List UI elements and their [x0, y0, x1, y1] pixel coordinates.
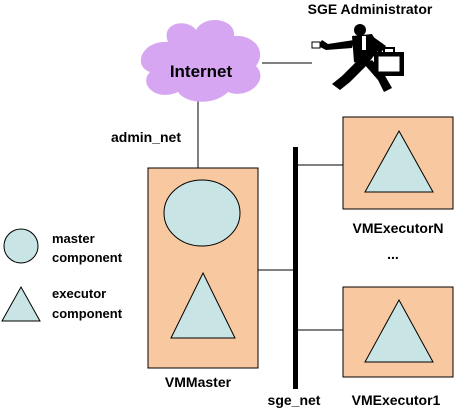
- executor-component-master: [170, 271, 236, 339]
- legend-master-line1: master: [52, 231, 95, 246]
- sge-administrator-label: SGE Administrator: [308, 1, 433, 17]
- sge-net-bus: [293, 147, 298, 389]
- legend-executor-line1: executor: [52, 286, 106, 301]
- executor-component-1: [364, 298, 434, 363]
- executors-ellipsis: ...: [387, 246, 399, 262]
- master-component: [163, 179, 241, 247]
- internet-label: Internet: [170, 62, 233, 81]
- legend-executor-line2: component: [52, 306, 123, 321]
- running-businessman-icon: [311, 24, 404, 92]
- vm-executor-1-label: VMExecutor1: [352, 392, 441, 408]
- vm-master-label: VMMaster: [165, 374, 232, 390]
- legend-executor-triangle: [1, 285, 41, 322]
- sge-net-label: sge_net: [268, 392, 321, 408]
- internet-cloud: [140, 19, 261, 102]
- legend-master-circle: [3, 228, 39, 264]
- vm-executor-n-label: VMExecutorN: [352, 220, 443, 236]
- executor-component-n: [364, 129, 434, 193]
- legend-master-line2: component: [52, 250, 123, 265]
- admin-net-label: admin_net: [111, 129, 181, 145]
